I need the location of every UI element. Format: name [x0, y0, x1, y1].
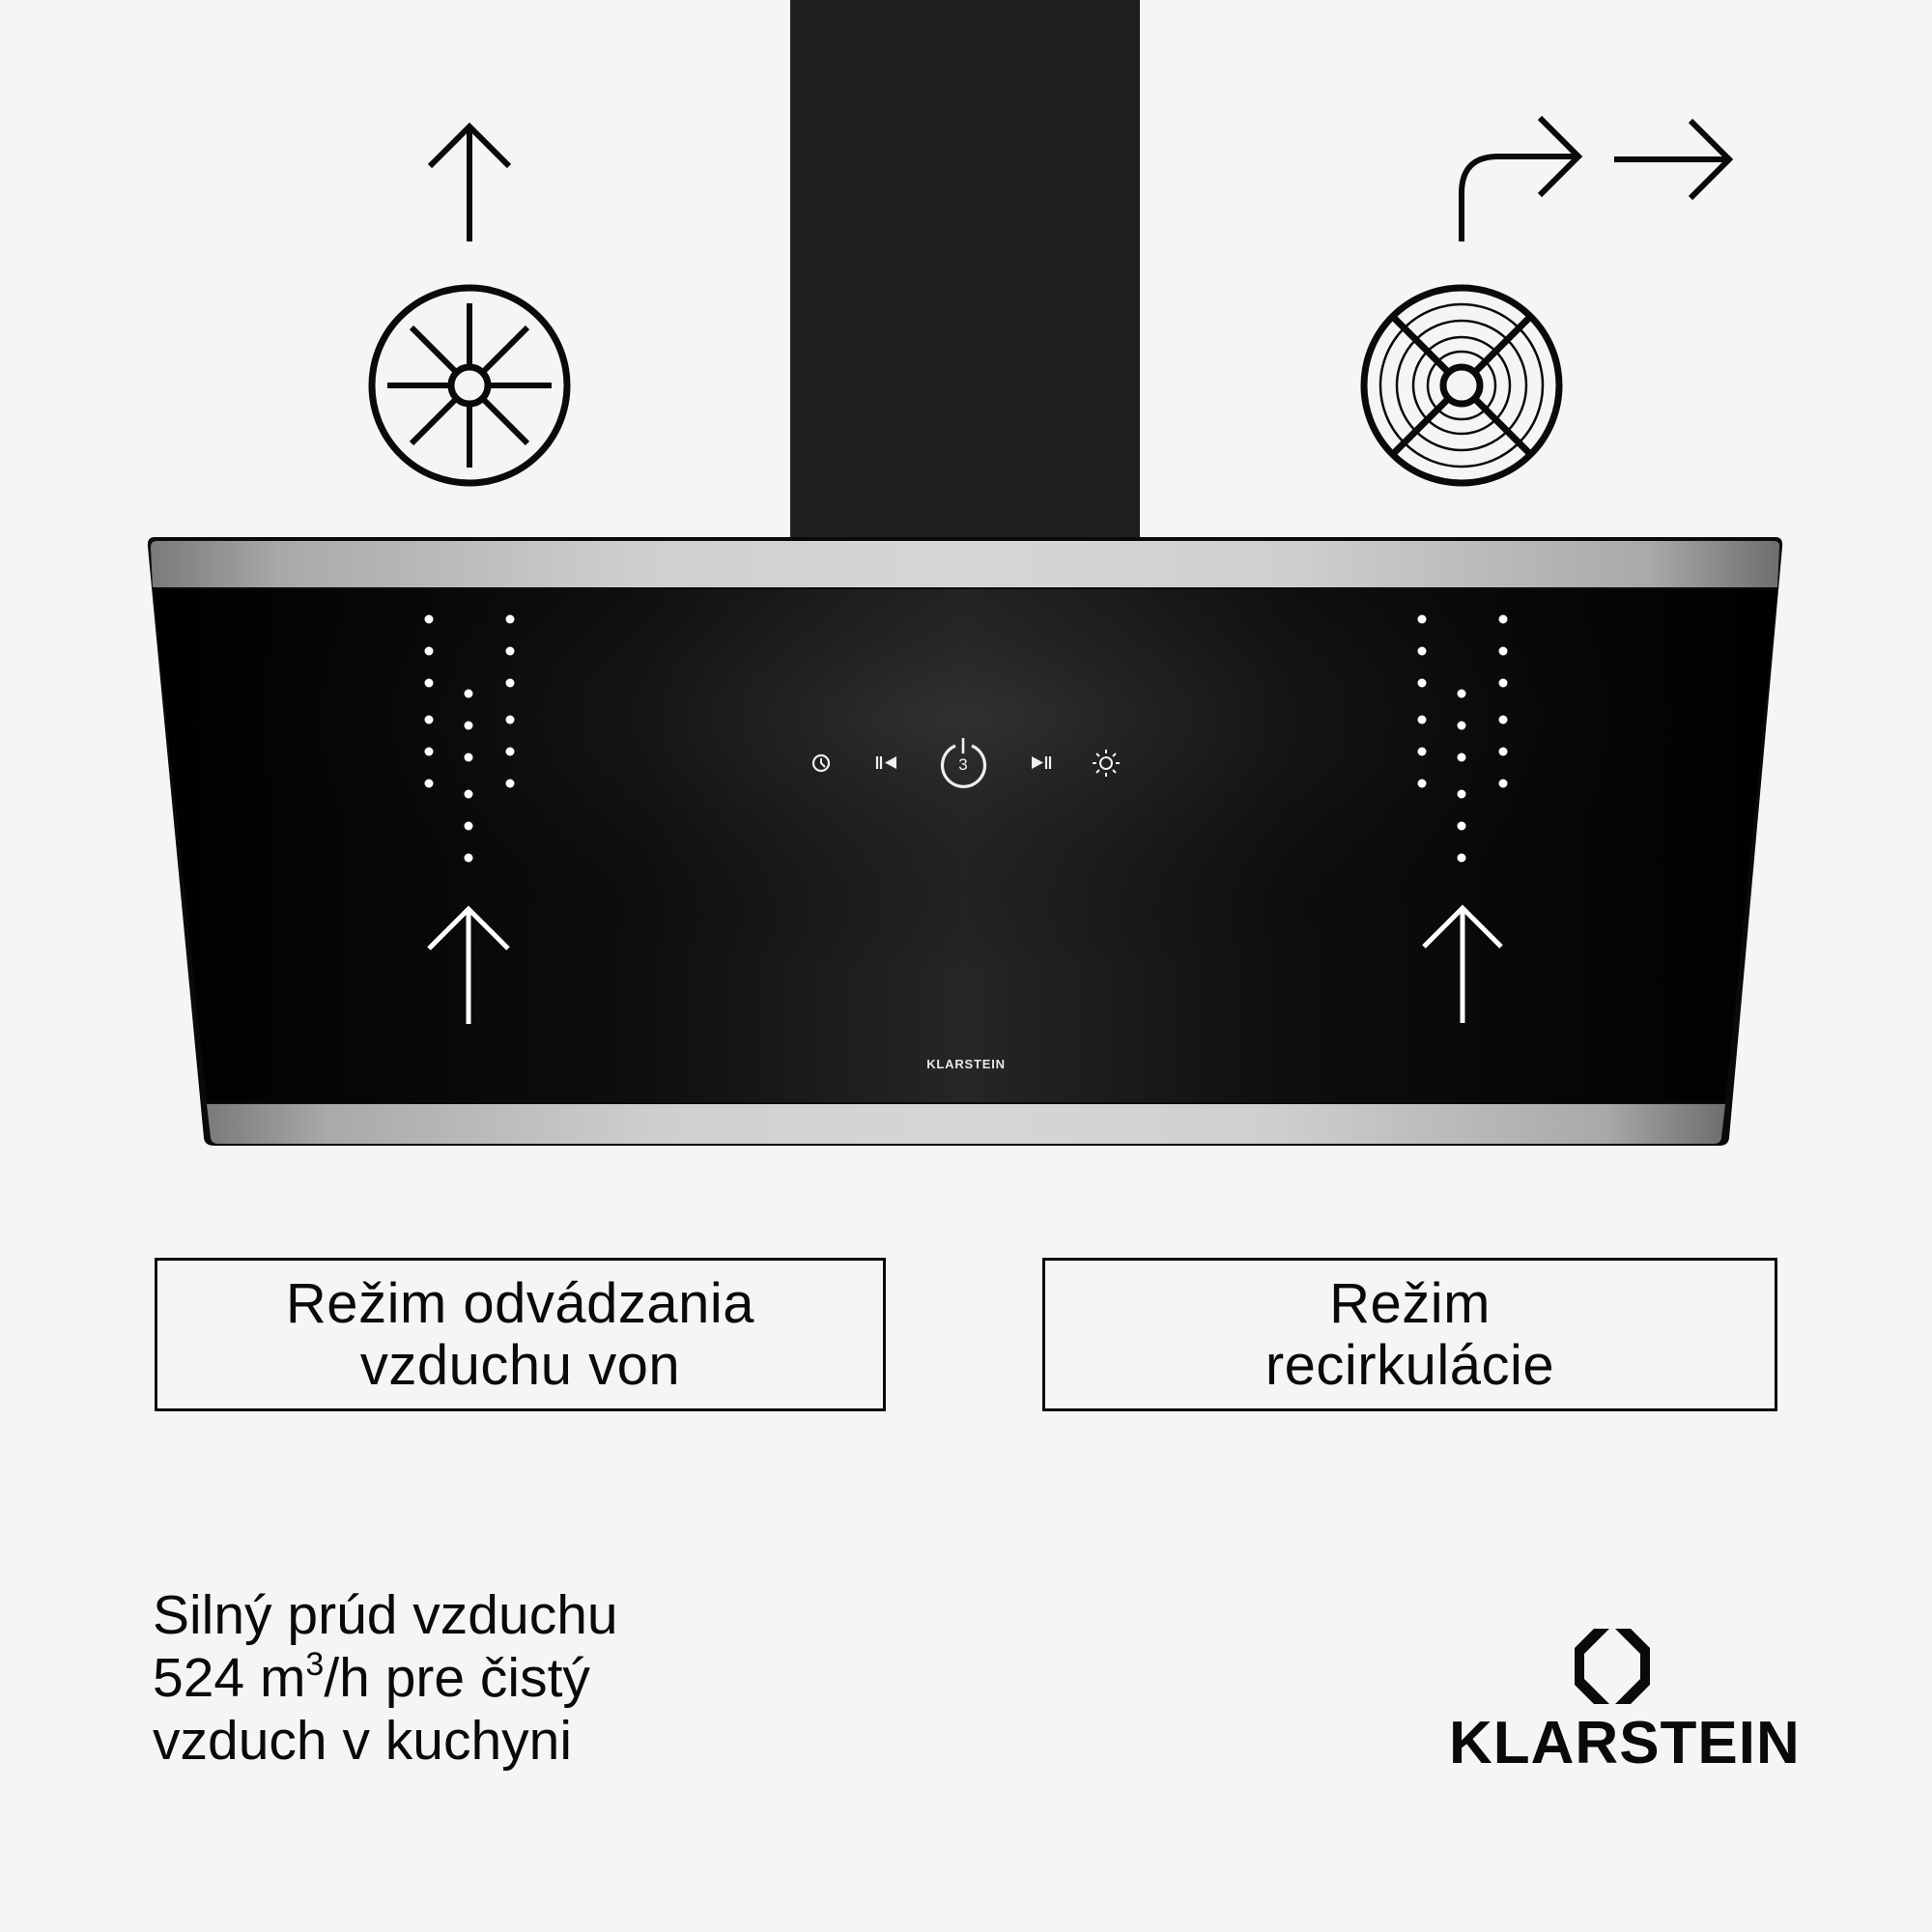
fan-filter-icon	[1360, 284, 1563, 487]
skip-back-icon[interactable]	[875, 756, 896, 769]
top-steel-trim	[151, 541, 1780, 587]
mode-label-exhaust: Režim odvádzania vzduchu von	[155, 1258, 886, 1411]
tagline-line-3: vzduch v kuchyni	[153, 1710, 573, 1772]
chimney	[790, 0, 1140, 539]
exhaust-airflow-arrow-icon	[427, 122, 512, 242]
recirculation-airflow-arrows-icon	[1459, 115, 1734, 242]
mode-label-line: Režim	[1329, 1271, 1491, 1335]
brand-name: KLARSTEIN	[1449, 1710, 1801, 1776]
brand-logo: KLARSTEIN	[1449, 1627, 1801, 1781]
play-pause-icon[interactable]	[1032, 756, 1052, 769]
power-level-display: 3	[958, 755, 967, 774]
hood-brand-label: KLARSTEIN	[926, 1057, 1006, 1071]
hood-body	[147, 537, 1783, 1146]
mode-label-line: vzduchu von	[359, 1333, 681, 1397]
mode-label-line: recirkulácie	[1264, 1333, 1555, 1397]
arrow-up-icon	[427, 905, 510, 1024]
airflow-dots-left	[424, 614, 515, 863]
arrow-up-icon	[1422, 904, 1503, 1023]
fan-exhaust-icon	[368, 284, 571, 487]
mode-label-recirculation: Režim recirkulácie	[1042, 1258, 1777, 1411]
klarstein-diamond-logo-icon	[1575, 1629, 1650, 1704]
mode-label-line: Režim odvádzania	[285, 1271, 755, 1335]
airflow-dots-right	[1417, 614, 1508, 863]
control-panel	[811, 738, 1120, 788]
power-icon[interactable]	[940, 738, 987, 788]
tagline-line-1: Silný prúd vzduchu	[153, 1584, 618, 1646]
product-illustration: 3	[147, 0, 1783, 1146]
sun-icon[interactable]	[1093, 750, 1120, 777]
clock-icon[interactable]	[811, 753, 831, 773]
bottom-steel-trim	[207, 1104, 1725, 1144]
tagline-line-2: 524 m3/h pre čistý	[153, 1647, 618, 1710]
airflow-value: 524 m	[153, 1647, 306, 1709]
tagline-line-2-rest: /h pre čistý	[324, 1647, 590, 1709]
unit-superscript: 3	[305, 1646, 325, 1683]
airflow-tagline: Silný prúd vzduchu 524 m3/h pre čistý vz…	[153, 1584, 618, 1773]
